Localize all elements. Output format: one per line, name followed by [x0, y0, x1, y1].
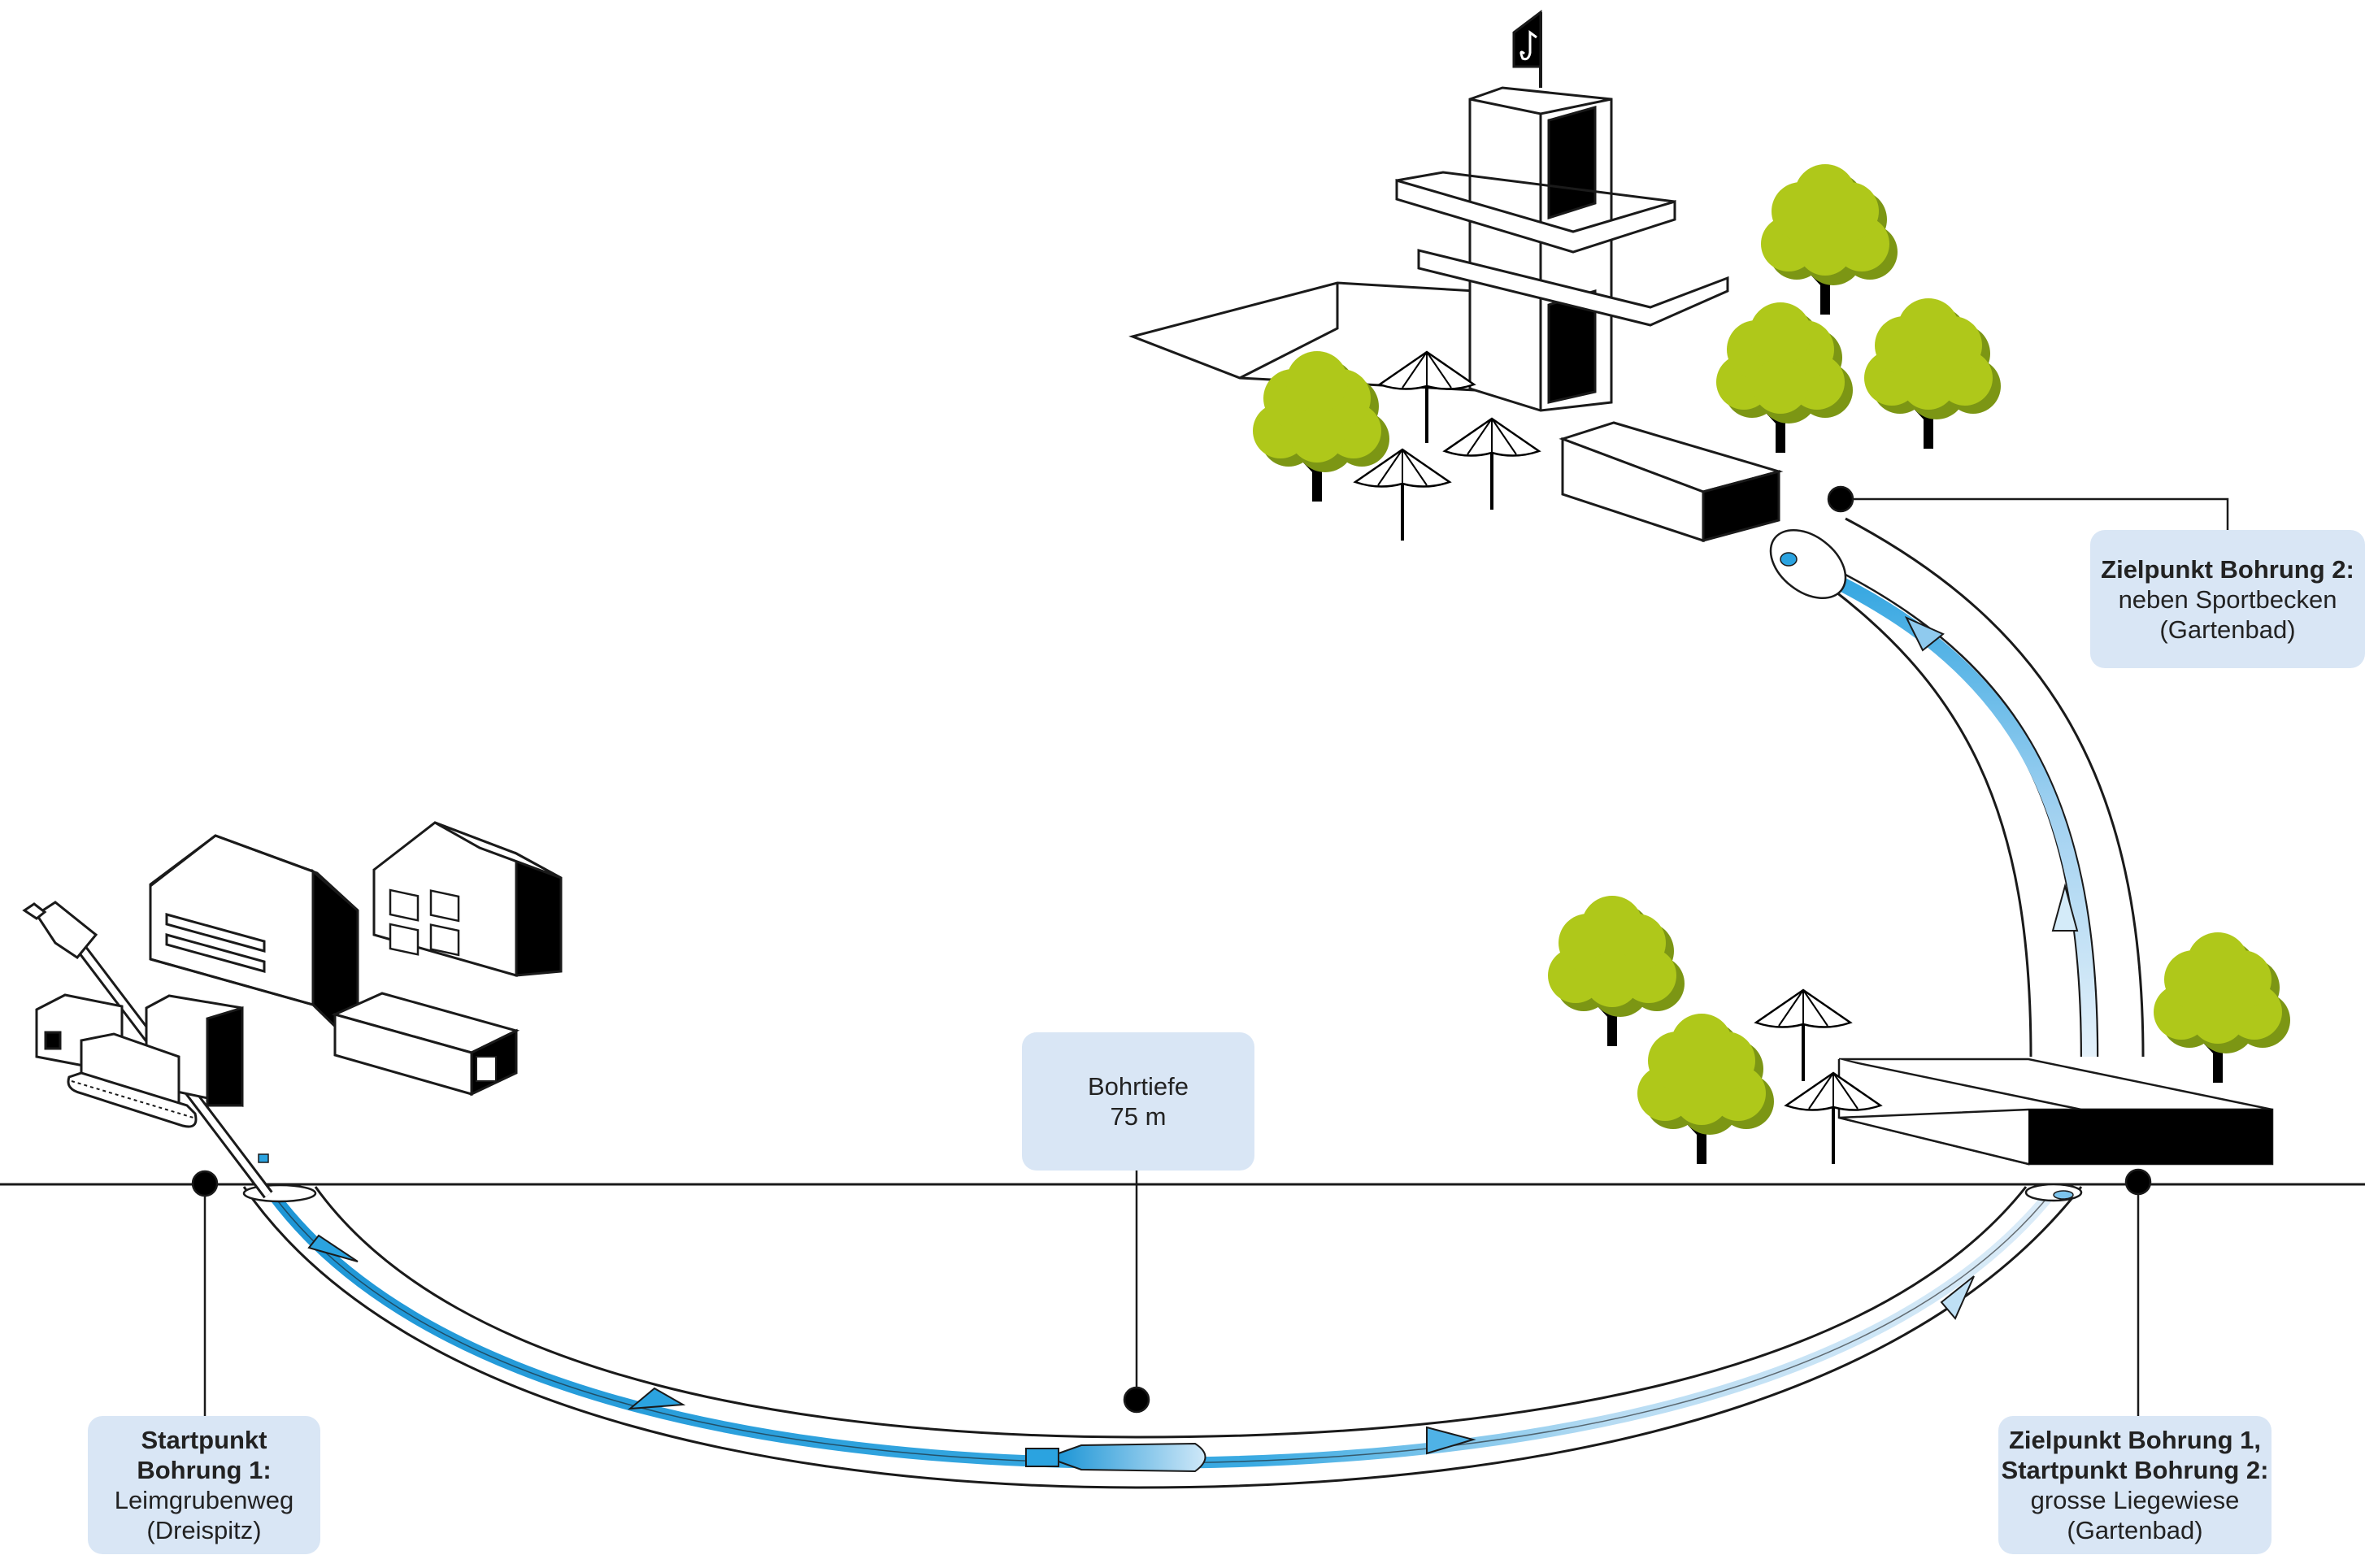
target-pit-1	[1837, 1058, 2274, 1166]
bore-2-tunnel	[1769, 517, 2145, 1058]
target-2-label: Zielpunkt Bohrung 2: neben Sportbecken (…	[2090, 530, 2365, 668]
start-label-line-1: Leimgrubenweg	[114, 1486, 294, 1514]
target-site-2	[1128, 9, 1784, 543]
target1-label-line-1: grosse Liegewiese	[2030, 1486, 2240, 1514]
start-point-marker	[191, 1170, 219, 1197]
target2-label-line-2: (Gartenbad)	[2159, 615, 2296, 644]
bore-1-tunnel	[242, 1183, 2083, 1489]
start-label-title-2: Bohrung 1:	[137, 1456, 272, 1484]
target1-label-line-2: (Gartenbad)	[2067, 1516, 2203, 1544]
target1-label-title-1: Zielpunkt Bohrung 1,	[2009, 1426, 2261, 1454]
start-label-line-2: (Dreispitz)	[146, 1516, 262, 1544]
depth-label: Bohrtiefe 75 m	[1022, 1032, 1254, 1171]
depth-label-line-2: 75 m	[1110, 1102, 1167, 1131]
start-site-buildings	[22, 821, 563, 1128]
depth-marker	[1123, 1386, 1150, 1414]
start-point-label: Startpunkt Bohrung 1: Leimgrubenweg (Dre…	[88, 1416, 320, 1554]
target1-label-title-2: Startpunkt Bohrung 2:	[2001, 1456, 2269, 1484]
target2-label-title: Zielpunkt Bohrung 2:	[2101, 554, 2354, 584]
leader-lines	[191, 485, 2229, 1418]
target-1-label: Zielpunkt Bohrung 1, Startpunkt Bohrung …	[1998, 1416, 2272, 1554]
target2-label-line-1: neben Sportbecken	[2118, 584, 2337, 614]
target-1-marker	[2124, 1168, 2152, 1196]
start-label-title-1: Startpunkt	[141, 1426, 267, 1454]
target-2-marker	[1827, 485, 1854, 513]
depth-label-line-1: Bohrtiefe	[1087, 1072, 1189, 1101]
